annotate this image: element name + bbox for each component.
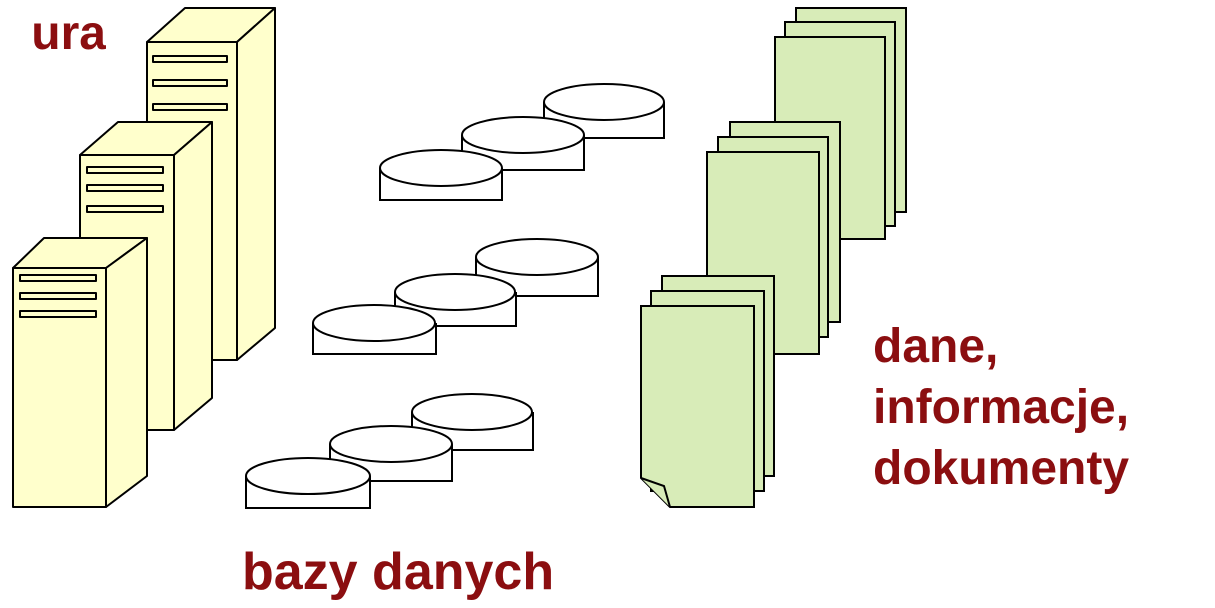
document-stack-icon <box>640 275 775 508</box>
database-group <box>245 83 665 509</box>
data-information-documents-label: dane, informacje, dokumenty <box>873 316 1129 499</box>
databases-label: bazy danych <box>242 543 555 601</box>
database-disk-icon <box>329 425 453 482</box>
database-disk-icon <box>312 304 437 355</box>
infrastructure-label: ura <box>31 7 106 60</box>
database-disk-icon <box>379 149 503 201</box>
data-label-line-2: informacje, <box>873 381 1130 434</box>
data-label-line-3: dokumenty <box>873 442 1130 495</box>
database-disk-icon <box>394 273 517 327</box>
server-tower-icon <box>12 237 148 508</box>
data-label-line-1: dane, <box>873 320 999 373</box>
database-disk-icon <box>245 457 371 509</box>
document-group <box>640 7 907 508</box>
server-group <box>12 7 276 508</box>
database-disk-icon <box>411 393 534 451</box>
